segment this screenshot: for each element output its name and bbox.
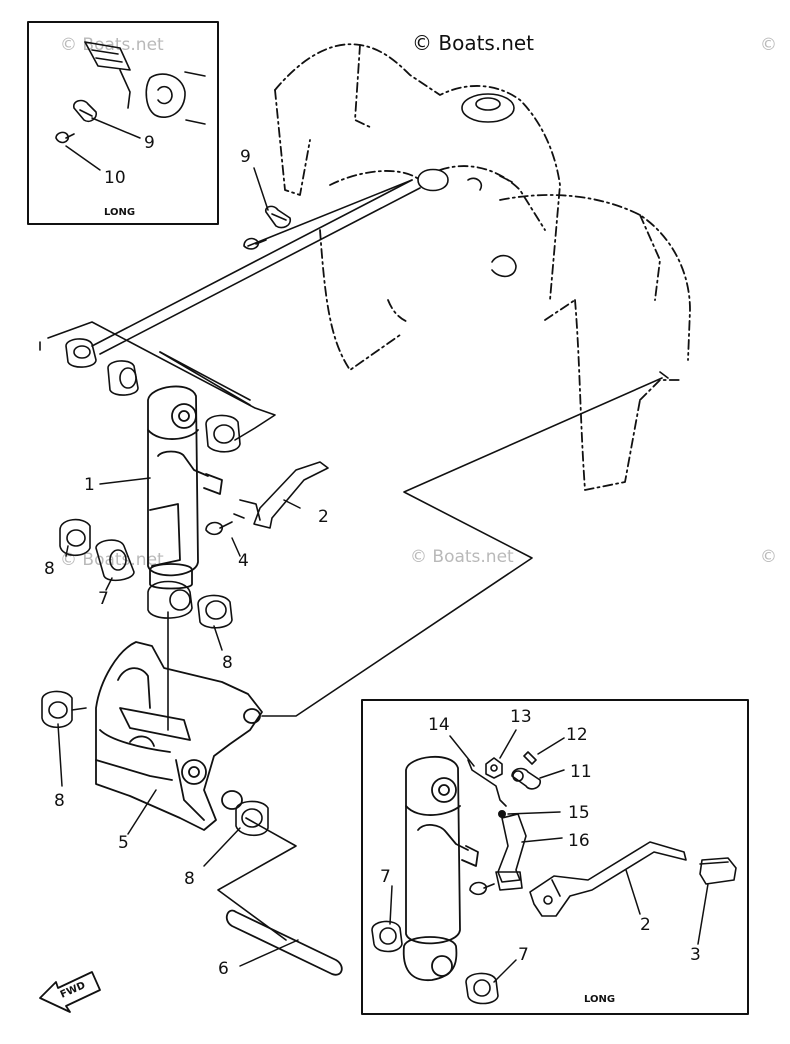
mount-bracket-5 [95,641,263,831]
inset-top-bracket [84,41,206,125]
bush-top-right [205,414,241,453]
callout-9-inset: 9 [144,133,155,153]
bush-8-left [59,518,91,557]
shaft-6 [225,909,343,976]
inset-pin-12 [523,751,537,765]
callout-13: 13 [510,707,532,727]
shaft-guide-lines [91,179,421,355]
callout-14: 14 [428,715,450,735]
watermark-edge-1: © [760,35,777,55]
inset-bottom-caption: LONG [584,994,615,1005]
inset-top-left [27,21,219,225]
bush-top-stack [65,338,139,396]
inset-top-caption: LONG [104,207,135,218]
callout-8-d: 8 [184,869,195,889]
inset-nut-13 [485,757,503,779]
swivel-bracket-outline [274,43,691,491]
watermark-faint-2: © Boats.net [60,550,164,570]
callout-12: 12 [566,725,588,745]
callout-9-main: 9 [240,147,251,167]
callout-5: 5 [118,833,129,853]
callout-7-main: 7 [98,589,109,609]
inset-bottom-right [361,699,749,1015]
bush-8-left-bottom [41,690,87,729]
callout-8-a: 8 [44,559,55,579]
screw-4 [205,521,233,536]
swivel-bracket-details [417,93,517,278]
leader-outlines [39,321,669,941]
callout-8-c: 8 [54,791,65,811]
inset-lever-2 [529,841,687,917]
inset-shock-absorber [402,755,479,981]
inset-top-clip [73,99,98,123]
callout-1: 1 [84,475,95,495]
collar-7 [95,539,135,582]
inset-leaders [389,729,709,983]
callout-2-main: 2 [318,507,329,527]
bush-lower-mid [147,580,193,619]
callout-15: 15 [568,803,590,823]
inset-top-screw [55,131,75,144]
main-clip-9 [264,205,292,229]
watermark-faint-1: © Boats.net [60,35,164,55]
lever-2 [233,461,329,529]
watermark-edge-2: © [760,547,777,567]
shock-absorber-1 [147,385,223,590]
inset-screw [469,881,495,896]
callout-6: 6 [218,959,229,979]
callout-10-inset: 10 [104,168,126,188]
callout-16: 16 [568,831,590,851]
inset-small-ball-15 [498,810,506,818]
inset-bush-7-bottom [465,972,499,1005]
callout-8-b: 8 [222,653,233,673]
bush-8-right-mid [197,594,233,629]
inset-cap-3 [699,857,737,885]
callout-7-inset-a: 7 [380,867,391,887]
inset-rod-14 [467,759,507,807]
callout-3: 3 [690,945,701,965]
watermark-main: © Boats.net [412,31,534,55]
watermark-faint-3: © Boats.net [410,547,514,567]
callout-2-inset: 2 [640,915,651,935]
callout-leaders [57,167,301,967]
inset-bush-7-top [371,920,403,953]
callout-4: 4 [238,551,249,571]
forward-arrow-icon [39,971,101,1013]
callout-7-inset-b: 7 [518,945,529,965]
inset-plate-16 [495,813,527,891]
inset-sleeve-11 [511,767,541,790]
bush-8-right-bottom [235,800,269,837]
main-screw [243,237,267,250]
callout-11: 11 [570,762,592,782]
